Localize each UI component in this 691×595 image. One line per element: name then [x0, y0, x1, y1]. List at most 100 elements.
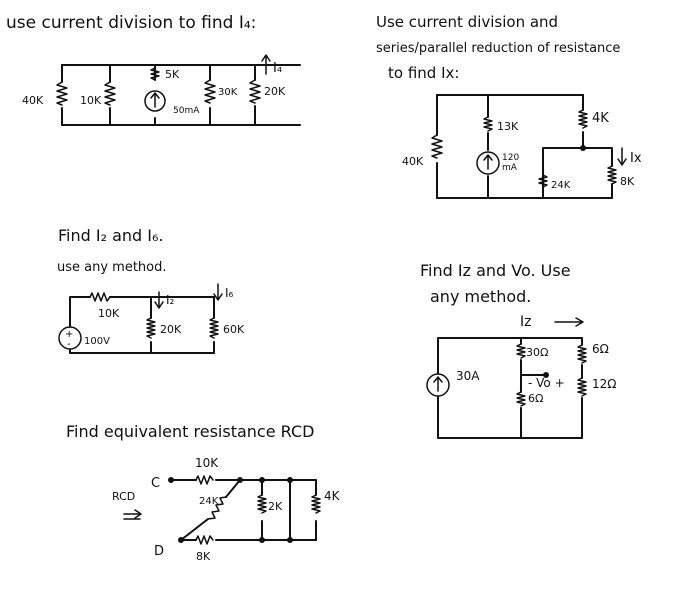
p1-label-40k: 40K	[22, 94, 44, 107]
p1-resistor-20k	[249, 79, 261, 104]
p3-label-20k: 20K	[160, 323, 182, 336]
problem-3: Find I₂ and I₆. use any method. + - 10K …	[57, 226, 245, 354]
p2-resistor-4k	[578, 109, 588, 129]
p3-label-i2: I₂	[166, 293, 175, 307]
p2-current-source	[476, 151, 500, 175]
p1-resistor-5k	[150, 67, 160, 81]
p5-circuit: 10K C RCD 24K 2K 4K D 8K	[112, 456, 341, 563]
p2-ix-arrow-icon	[617, 147, 627, 166]
p1-label-5k: 5K	[165, 68, 180, 81]
p2-source-arrow-icon	[483, 154, 493, 170]
p4-circuit: Iz 30Ω 6Ω 30A - Vo + 12Ω 6Ω	[426, 314, 616, 439]
p4-resistor-30	[516, 343, 526, 359]
p5-node-top	[237, 477, 243, 483]
p2-circuit: 40K 13K 120 mA 4K Ix 24K 8K	[402, 94, 642, 199]
p2-prompt-line2: series/parallel reduction of resistance	[376, 41, 620, 56]
p5-terminal-c	[168, 477, 174, 483]
p5-prompt: Find equivalent resistance RCD	[66, 422, 314, 441]
p2-resistor-40k	[431, 134, 443, 159]
p1-source-arrow-icon	[150, 92, 160, 108]
p4-label-vo: - Vo +	[528, 376, 565, 390]
p2-resistor-8k	[607, 165, 617, 185]
p2-ladder-wires	[542, 94, 613, 199]
p2-label-24k: 24K	[551, 180, 571, 191]
p3-voltage-source	[58, 326, 82, 350]
p1-resistor-10k	[104, 81, 116, 106]
p3-source-plus-icon: +	[65, 329, 73, 340]
p2-node-dot	[580, 145, 586, 151]
p5-label-24k: 24K	[199, 496, 219, 507]
p5-rails	[170, 479, 317, 541]
p3-i2-arrow-icon	[154, 291, 164, 309]
p3-i6-arrow-icon	[213, 283, 223, 301]
p1-current-source	[144, 90, 166, 112]
p5-label-8k: 8K	[196, 550, 211, 563]
p3-label-source: 100V	[84, 336, 110, 347]
p3-circuit: + - 10K 100V I₂ 20K I₆ 60K	[58, 283, 245, 354]
p1-label-30k: 30K	[218, 87, 238, 98]
p3-resistor-20k	[146, 317, 156, 339]
p1-label-source: 50mA	[173, 106, 200, 116]
p5-rcd-arrow-icon	[123, 509, 142, 520]
p5-node-top-2	[259, 477, 265, 483]
p2-label-40k: 40K	[402, 155, 424, 168]
p5-node-top-3	[287, 477, 293, 483]
p5-resistor-10k	[195, 475, 214, 485]
p5-resistor-8k	[195, 535, 214, 545]
p4-prompt2: any method.	[430, 287, 531, 306]
p2-label-source-b: mA	[502, 163, 518, 173]
p3-prompt: Find I₂ and I₆.	[58, 226, 164, 245]
p4-wires	[437, 337, 583, 439]
p3-wires	[69, 296, 215, 354]
problem-4: Find Iz and Vo. Use any method. Iz 30Ω 6…	[420, 261, 616, 439]
p2-resistor-13k	[483, 116, 493, 132]
p3-label-60k: 60K	[223, 323, 245, 336]
p1-label-10k: 10K	[80, 94, 102, 107]
p4-iz-arrow-icon	[554, 317, 584, 327]
p2-label-source-a: 120	[502, 153, 519, 163]
p4-label-6b: 6Ω	[528, 392, 543, 405]
p4-resistor-6a	[577, 344, 587, 364]
p5-resistor-2k	[257, 494, 267, 514]
p5-label-d: D	[154, 544, 164, 559]
p2-rails	[436, 94, 613, 199]
problem-5: Find equivalent resistance RCD 10K C RCD…	[66, 422, 341, 563]
p1-label-i4: I₄	[273, 61, 282, 76]
p3-source-minus-icon: -	[67, 339, 71, 350]
p1-i4-arrow-icon	[261, 54, 271, 75]
p4-resistor-12	[577, 377, 587, 397]
p5-label-c: C	[151, 476, 160, 491]
p4-resistor-6b	[516, 391, 526, 407]
p2-label-ix: Ix	[630, 151, 642, 166]
p4-node-dot	[543, 372, 549, 378]
p5-label-2k: 2K	[268, 500, 283, 513]
p5-resistor-24k	[207, 496, 227, 520]
p1-rails	[61, 64, 301, 126]
problem-2: Use current division and series/parallel…	[376, 13, 642, 199]
p2-prompt-line1: Use current division and	[376, 13, 558, 31]
p3-label-i6: I₆	[225, 286, 234, 300]
p2-prompt-line3: to find Ix:	[388, 64, 459, 82]
p2-resistor-24k	[538, 174, 548, 188]
p5-node-bottom-2	[287, 537, 293, 543]
p1-resistor-40k	[56, 81, 68, 106]
p3-prompt2: use any method.	[57, 260, 167, 275]
p4-prompt: Find Iz and Vo. Use	[420, 261, 571, 280]
p2-label-4k: 4K	[592, 111, 609, 126]
p4-current-source	[426, 373, 450, 397]
p5-resistor-4k	[311, 494, 321, 514]
p5-diagonal-wire	[180, 479, 241, 541]
p3-label-10k: 10K	[98, 307, 120, 320]
p4-label-iz: Iz	[520, 314, 531, 330]
p1-circuit: 40K 10K 5K 50mA 30K 20K I₄	[22, 54, 301, 126]
p2-label-8k: 8K	[620, 175, 635, 188]
p3-resistor-10k	[89, 292, 111, 302]
p4-label-6a: 6Ω	[592, 342, 609, 356]
p5-label-rcd: RCD	[112, 490, 135, 503]
p3-resistor-60k	[209, 317, 219, 339]
p4-label-12: 12Ω	[592, 377, 616, 391]
p2-label-13k: 13K	[497, 120, 519, 133]
p4-source-arrow-icon	[433, 376, 443, 392]
p5-label-4k: 4K	[324, 489, 341, 503]
